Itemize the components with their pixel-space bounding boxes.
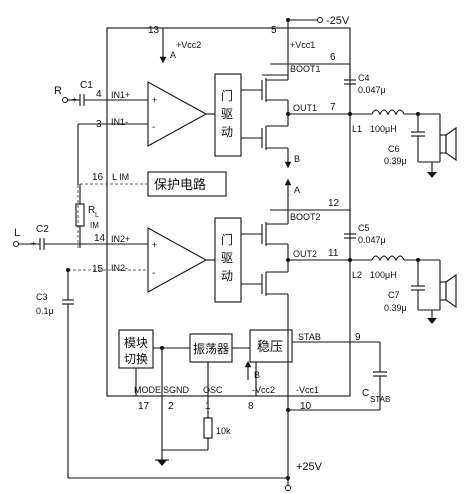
lim-label: L IM bbox=[112, 172, 129, 182]
out1-label: OUT1 bbox=[293, 103, 317, 113]
l2-inductor bbox=[371, 255, 405, 262]
osc-label: OSC bbox=[203, 385, 223, 395]
amp2-minus: - bbox=[152, 268, 155, 279]
gate-driver-2-box bbox=[214, 217, 242, 303]
protection-circuit-label: 保护电路 bbox=[154, 177, 206, 193]
neg-supply-terminal: -25V bbox=[286, 15, 350, 28]
r-osc-value: 10k bbox=[216, 426, 231, 436]
l2-value: 100μH bbox=[370, 270, 397, 280]
input-r-terminal bbox=[62, 97, 68, 103]
input-l-terminal bbox=[13, 241, 19, 247]
gate-driver-2-label: 门驱动 bbox=[221, 232, 233, 283]
vcc1-bot-label: -Vcc1 bbox=[296, 385, 319, 395]
c3-label: C3 bbox=[36, 292, 48, 302]
mosfet-top-lower bbox=[261, 125, 288, 150]
marker-b-bot: B bbox=[254, 370, 260, 380]
rlim-label: R bbox=[88, 205, 95, 216]
vcc1-top-label: +Vcc1 bbox=[290, 40, 315, 50]
cstab-label: C bbox=[362, 388, 369, 399]
stab-label: STAB bbox=[298, 332, 321, 342]
amplifier-1-triangle bbox=[147, 81, 208, 147]
regulator-label: 稳压 bbox=[257, 339, 283, 355]
pin-15-number: 15 bbox=[92, 264, 104, 275]
vcc2-top-label: +Vcc2 bbox=[176, 40, 201, 50]
pos-supply-label: +25V bbox=[296, 461, 323, 473]
c4-value: 0.047μ bbox=[358, 85, 386, 95]
marker-b-top: B bbox=[294, 154, 300, 164]
amp1-plus: + bbox=[152, 95, 157, 105]
c3-value: 0.1μ bbox=[36, 306, 54, 316]
in2p-label: IN2+ bbox=[111, 234, 130, 244]
ground-symbol-sgnd bbox=[157, 460, 167, 466]
speaker-2-icon bbox=[439, 273, 457, 309]
amp2-plus: + bbox=[152, 240, 157, 250]
gate-driver-1-box bbox=[214, 73, 242, 157]
pin-6-number: 6 bbox=[330, 52, 336, 63]
l1-label: L1 bbox=[352, 124, 362, 134]
pin-7-number: 7 bbox=[330, 102, 336, 113]
gate-driver-1-label: 门驱动 bbox=[221, 88, 233, 139]
amp1-minus: - bbox=[152, 122, 155, 133]
input-r-label: R bbox=[54, 85, 62, 97]
rlim-sub2: IM bbox=[90, 221, 99, 230]
boot1-label: BOOT1 bbox=[290, 64, 321, 74]
in1m-label: IN1- bbox=[111, 117, 128, 127]
r-osc-resistor bbox=[203, 417, 213, 439]
boot2-label: BOOT2 bbox=[290, 212, 321, 222]
amplifier-2-triangle bbox=[147, 227, 208, 293]
l2-label: L2 bbox=[352, 270, 362, 280]
speaker-1-icon bbox=[439, 126, 457, 162]
oscillator-label: 振荡器 bbox=[193, 342, 229, 356]
pos-supply-terminal bbox=[285, 485, 291, 491]
pin-13-number: 13 bbox=[148, 25, 160, 36]
out2-label: OUT2 bbox=[293, 249, 317, 259]
c7-label: C7 bbox=[388, 290, 400, 300]
pin-12-number: 12 bbox=[328, 198, 340, 209]
pin-8-number: 8 bbox=[248, 401, 254, 412]
pin-17-number: 17 bbox=[138, 401, 150, 412]
pin-10-number: 10 bbox=[300, 401, 312, 412]
input-l-label: L bbox=[14, 227, 20, 239]
pin-2-number: 2 bbox=[168, 401, 174, 412]
marker-a-mid: A bbox=[294, 185, 300, 195]
pin-5-number: 5 bbox=[271, 25, 277, 36]
c6-label: C6 bbox=[388, 144, 400, 154]
regulator-box bbox=[249, 329, 293, 363]
c2-label: C2 bbox=[36, 224, 49, 235]
mosfet-bot-lower bbox=[261, 271, 288, 296]
c1-label: C1 bbox=[80, 80, 93, 91]
mode-label: MODE bbox=[134, 385, 161, 395]
sgnd-label: SGND bbox=[163, 385, 190, 395]
cstab-sub: STAB bbox=[370, 395, 390, 404]
in1p-label: IN1+ bbox=[111, 90, 130, 100]
pin-9-number: 9 bbox=[355, 332, 361, 343]
in2m-label: IN2- bbox=[111, 263, 128, 273]
rlim-resistor bbox=[75, 203, 85, 227]
c7-value: 0.39μ bbox=[384, 303, 407, 313]
mode-switch-label: 模块切换 bbox=[124, 336, 148, 366]
c5-value: 0.047μ bbox=[358, 235, 386, 245]
vcc2-bot-label: -Vcc2 bbox=[252, 385, 275, 395]
rlim-sub: L bbox=[95, 212, 99, 219]
marker-a-top: A bbox=[170, 50, 176, 60]
c5-label: C5 bbox=[358, 223, 370, 233]
ground-symbol-1 bbox=[427, 172, 437, 178]
pin-4-number: 4 bbox=[96, 89, 102, 100]
mosfet-bot-upper bbox=[261, 222, 288, 246]
neg-supply-label: -25V bbox=[326, 15, 350, 27]
c4-label: C4 bbox=[358, 73, 370, 83]
pin-14-number: 14 bbox=[94, 233, 106, 244]
c6-value: 0.39μ bbox=[384, 156, 407, 166]
pin-11-number: 11 bbox=[328, 248, 339, 259]
pin-16-number: 16 bbox=[92, 172, 104, 183]
ground-symbol-2 bbox=[427, 318, 437, 324]
l1-value: 100μH bbox=[370, 124, 397, 134]
l1-inductor bbox=[371, 109, 405, 116]
mosfet-top-upper bbox=[261, 78, 288, 102]
